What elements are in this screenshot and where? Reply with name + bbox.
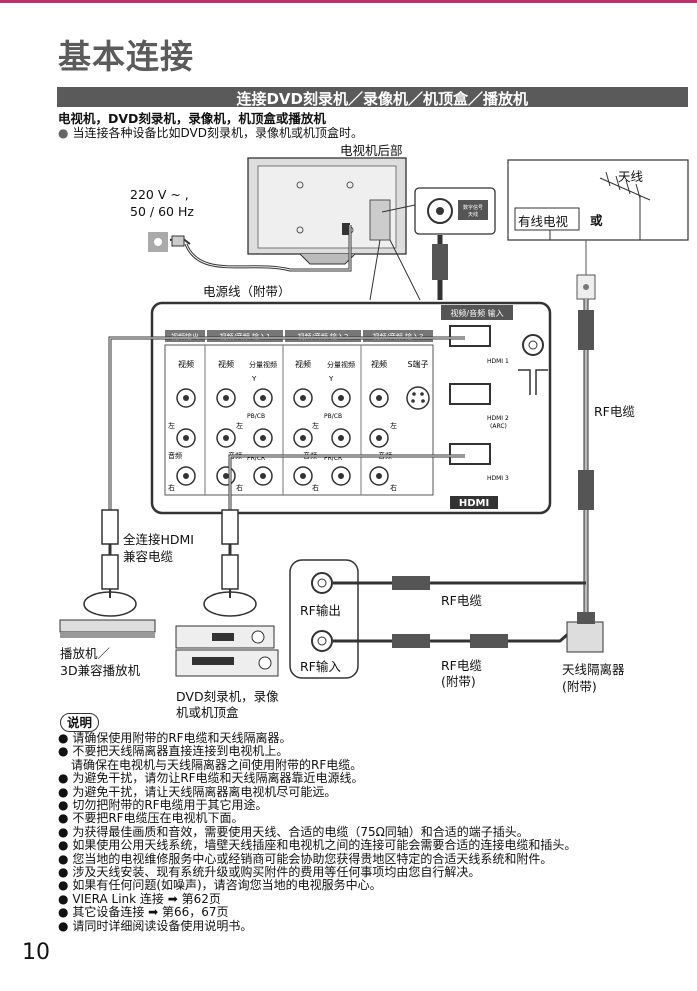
rf-cable-mid-label: RF电缆 bbox=[441, 593, 482, 608]
notes-title: 说明 bbox=[60, 713, 100, 732]
hdmi2-label: HDMI 2 bbox=[487, 415, 509, 422]
page-title: 基本连接 bbox=[58, 37, 194, 76]
power-voltage-label: 220 V ~ , bbox=[130, 187, 189, 202]
player-label: 播放机／ bbox=[60, 646, 111, 661]
cable-tv-label: 有线电视 bbox=[518, 214, 569, 229]
player-device bbox=[59, 619, 156, 638]
hdmi1-label: HDMI 1 bbox=[487, 358, 509, 365]
tv-back-label: 电视机后部 bbox=[340, 143, 403, 158]
rf-cable-bottom-label: RF电缆 bbox=[441, 658, 482, 673]
panel-label-audio-1: 音频 bbox=[168, 451, 182, 460]
panel-label-left-1: 左 bbox=[168, 421, 175, 430]
panel-label-video-1: 视频 bbox=[178, 359, 194, 369]
section-heading: 连接DVD刻录机／录像机／机顶盒／播放机 bbox=[236, 90, 528, 108]
panel-label-y-1: Y bbox=[251, 375, 257, 383]
panel-label-right-2: 右 bbox=[236, 483, 243, 492]
note-item-viera-link: ● VIERA Link 连接 ➡ 第62页 bbox=[58, 891, 221, 906]
hdmi2-arc-label: (ARC) bbox=[490, 423, 507, 430]
note-item: ● 为避免干扰，请让天线隔离器离电视机尽可能远。 bbox=[58, 784, 337, 799]
hdmi-ports bbox=[449, 325, 491, 465]
note-item: ● 为避免干扰，请勿让RF电缆和天线隔离器靠近电源线。 bbox=[58, 771, 364, 786]
panel-label-y-2: Y bbox=[328, 375, 334, 383]
panel-label-pb-2: PB/CB bbox=[324, 413, 342, 420]
note-item: ● 不要把RF电缆压在电视机下面。 bbox=[58, 811, 244, 826]
note-item: ● 您当地的电视维修服务中心或经销商可能会协助您获得贵地区特定的合适天线系统和附… bbox=[58, 851, 553, 866]
splitter-label-2: (附带) bbox=[562, 679, 597, 694]
rf-cable-right-label: RF电缆 bbox=[594, 404, 635, 419]
hdmi-header-label: 视频/音频 输入 bbox=[450, 308, 503, 318]
antenna-splitter bbox=[566, 612, 604, 653]
s-video-port bbox=[406, 386, 430, 410]
panel-label-left-2: 左 bbox=[236, 421, 243, 430]
page-number: 10 bbox=[22, 940, 50, 965]
hdmi-cable-label-2: 兼容电缆 bbox=[123, 549, 174, 564]
power-cord-label: 电源线（附带） bbox=[203, 284, 291, 299]
note-item: ● 请同时详细阅读设备使用说明书。 bbox=[58, 918, 253, 933]
note-item: ● 请确保使用附带的RF电缆和天线隔离器。 bbox=[58, 731, 292, 745]
antenna-icon bbox=[599, 171, 651, 240]
panel-label-component-1: 分量视频 bbox=[249, 360, 277, 369]
rf-in-out-box bbox=[289, 559, 359, 679]
recorder-label-2: 机或机顶盒 bbox=[176, 705, 239, 720]
note-item: ● 为获得最佳画质和音效，需要使用天线、合适的电缆（75Ω同轴）和合适的端子插头… bbox=[58, 824, 529, 839]
panel-label-right-4: 右 bbox=[390, 483, 397, 492]
panel-label-pr-2: PR/CR bbox=[324, 455, 342, 462]
note-item-other-devices: ● 其它设备连接 ➡ 第66，67页 bbox=[58, 905, 229, 920]
top-accent-line bbox=[0, 0, 697, 3]
section-heading-bar: 连接DVD刻录机／录像机／机顶盒／播放机 bbox=[57, 87, 688, 108]
panel-label-video-2: 视频 bbox=[218, 359, 234, 369]
panel-label-svideo: S端子 bbox=[407, 359, 428, 369]
hdmi-cable-label: 全连接HDMI bbox=[123, 532, 194, 547]
intro-text: 当连接各种设备比如DVD刻录机，录像机或机顶盒时。 bbox=[72, 126, 363, 140]
panel-label-left-4: 左 bbox=[390, 421, 397, 430]
panel-label-pb-1: PB/CB bbox=[247, 413, 265, 420]
note-item: 请确保在电视机与天线隔离器之间使用附带的RF电缆。 bbox=[71, 757, 363, 772]
note-item: ● 如果有任何问题(如噪声)，请咨询您当地的电视服务中心。 bbox=[58, 878, 382, 893]
panel-label-video-3: 视频 bbox=[295, 359, 311, 369]
tv-back-illustration bbox=[247, 157, 407, 265]
recorder-label: DVD刻录机，录像 bbox=[176, 689, 279, 704]
rf-in-label: RF输入 bbox=[300, 659, 341, 674]
rf-out-label: RF输出 bbox=[300, 603, 341, 618]
notes-list: ● 请确保使用附带的RF电缆和天线隔离器。 ● 不要把天线隔离器直接连接到电视机… bbox=[58, 731, 577, 933]
note-item: ● 涉及天线安装、现有系统升级或购买附件的费用等任何事项均由您自行解决。 bbox=[58, 865, 481, 880]
antenna-label: 天线 bbox=[618, 169, 644, 184]
panel-label-right-1: 右 bbox=[168, 483, 175, 492]
power-frequency-label: 50 / 60 Hz bbox=[130, 204, 194, 219]
player-label-2: 3D兼容播放机 bbox=[60, 663, 141, 678]
panel-label-component-2: 分量视频 bbox=[327, 360, 355, 369]
recorder-device bbox=[175, 625, 279, 677]
panel-label-right-3: 右 bbox=[312, 483, 319, 492]
rf-cable-bottom-label-2: (附带) bbox=[441, 674, 476, 689]
port-label-antenna: 天线 bbox=[468, 211, 478, 218]
section-subheading: 电视机，DVD刻录机，录像机，机顶盒或播放机 bbox=[58, 111, 326, 126]
port-label-digital: 数字信号 bbox=[463, 204, 483, 211]
hdmi3-label: HDMI 3 bbox=[487, 475, 509, 482]
note-item: ● 如果使用公用天线系统，墙壁天线插座和电视机之间的连接可能会需要合适的连接电缆… bbox=[58, 838, 577, 853]
note-item: ● 切勿把附带的RF电缆用于其它用途。 bbox=[58, 798, 268, 813]
splitter-label: 天线隔离器 bbox=[562, 662, 625, 677]
panel-label-video-4: 视频 bbox=[371, 359, 387, 369]
panel-label-pr-1: PR/CR bbox=[247, 455, 265, 462]
intro-bullet: ●当连接各种设备比如DVD刻录机，录像机或机顶盒时。 bbox=[58, 126, 363, 140]
panel-label-left-3: 左 bbox=[312, 421, 319, 430]
or-label: 或 bbox=[590, 213, 603, 228]
hdmi-logo: HDMI bbox=[459, 498, 489, 509]
note-item: ● 不要把天线隔离器直接连接到电视机上。 bbox=[58, 744, 289, 759]
